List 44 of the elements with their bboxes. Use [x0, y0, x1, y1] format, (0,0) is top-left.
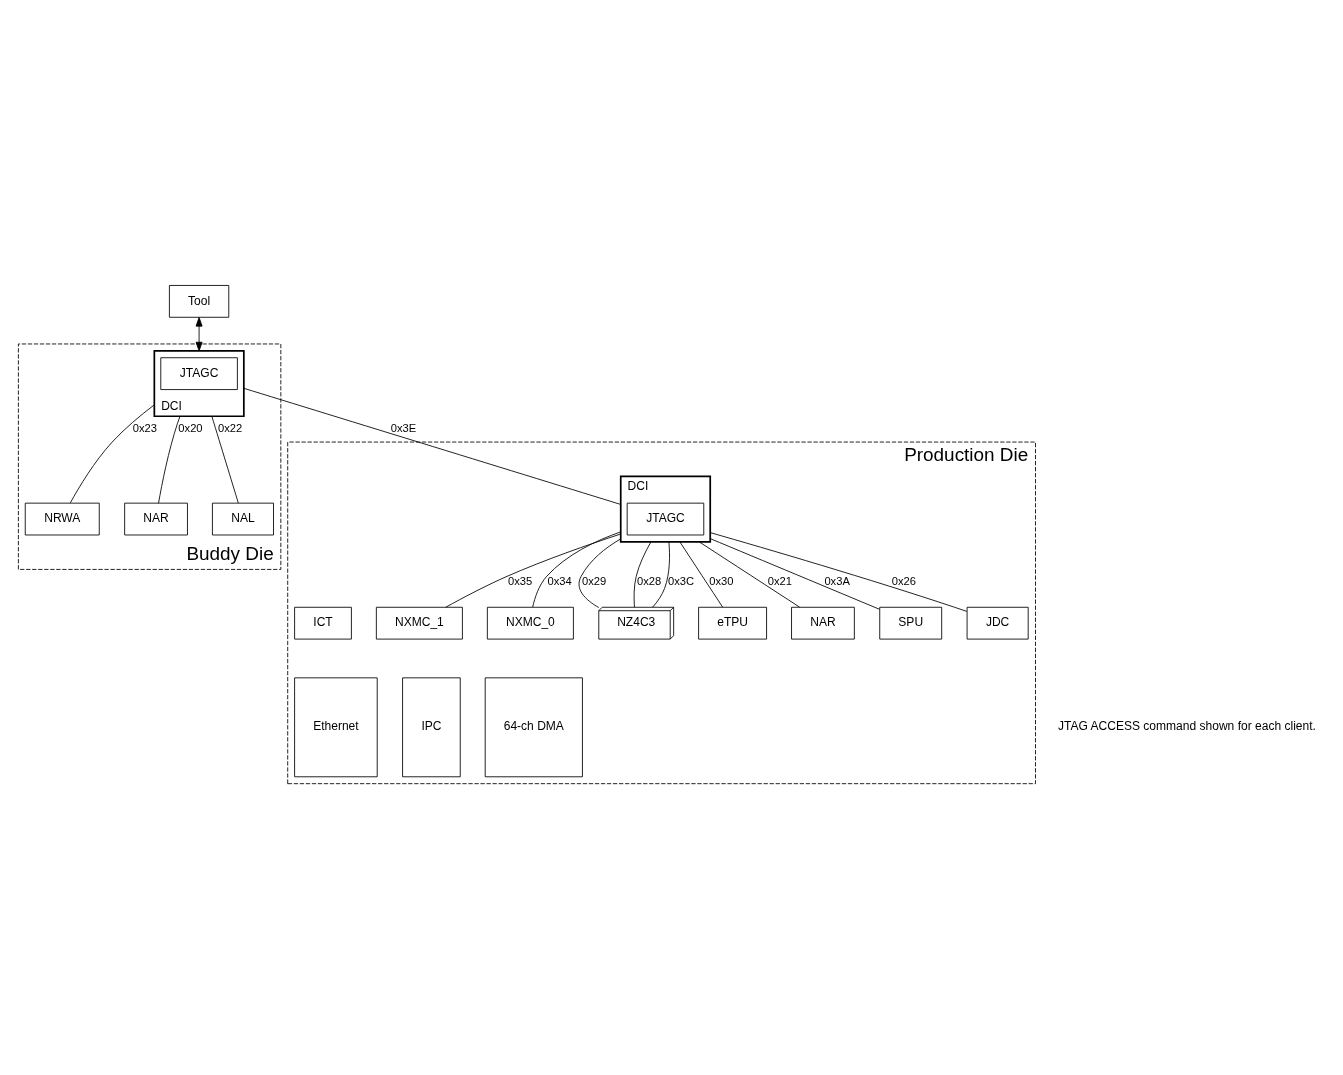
edge-label: 0x30: [709, 574, 734, 587]
connector: [69, 403, 155, 503]
node-box: NXMC_1: [375, 606, 463, 640]
connector: [445, 533, 622, 608]
node-box: NXMC_0: [486, 606, 574, 640]
node-box: ICT: [294, 606, 352, 640]
edge-label: 0x21: [767, 574, 793, 587]
edge-label: 0x35: [507, 574, 533, 587]
connector: [532, 530, 622, 608]
edge-label: 0x34: [547, 574, 572, 587]
node-box: NAR: [791, 606, 855, 640]
connector: [709, 531, 968, 612]
edge-label: 0x20: [178, 421, 203, 434]
connector: [211, 415, 239, 503]
connector: [243, 387, 622, 505]
node-box: NAL: [212, 502, 274, 535]
connector: [679, 540, 724, 608]
edge-label: 0x26: [891, 574, 916, 587]
edge-label: 0x3E: [390, 421, 417, 434]
arrow: [195, 316, 203, 351]
node-box: NRWA: [24, 502, 100, 535]
edge-label: 0x3A: [824, 574, 850, 587]
node-box: NAR: [124, 502, 188, 535]
node-box: JTAGC: [626, 502, 705, 535]
node-box: IPC: [402, 676, 461, 777]
connector: [652, 540, 670, 608]
node-box: SPU: [879, 606, 943, 640]
node-box: JDC: [966, 606, 1029, 640]
edge-label: 0x3C: [667, 574, 695, 587]
node-box: Ethernet: [294, 676, 378, 777]
edge-label: 0x23: [132, 421, 157, 434]
connector: [158, 415, 181, 504]
node-box: JTAGC: [160, 356, 238, 390]
label: JTAG ACCESS command shown for each client.: [1058, 718, 1316, 733]
edge-label: 0x22: [217, 421, 243, 434]
node-box: eTPU: [698, 606, 767, 640]
connector: [578, 537, 622, 608]
connector: [698, 540, 801, 608]
node-box: Tool: [168, 284, 230, 318]
connector: [633, 540, 652, 608]
edge-label: 0x28: [637, 574, 662, 587]
connector: [709, 537, 880, 610]
node-box: 64-ch DMA: [484, 676, 583, 777]
edge-label: 0x29: [581, 574, 607, 587]
